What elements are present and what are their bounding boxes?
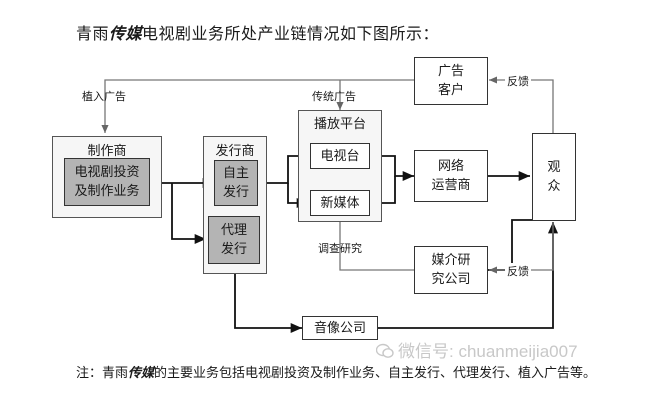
distributor-group-label: 发行商 <box>215 144 255 159</box>
label-survey-research: 调查研究 <box>318 242 362 255</box>
page-title: 青雨传媒电视剧业务所处产业链情况如下图所示： <box>76 20 439 44</box>
wechat-icon <box>375 343 394 358</box>
title-suffix: 电视剧业务所处产业链情况如下图所示： <box>142 24 440 43</box>
label-feedback-bottom: 反馈 <box>505 263 531 279</box>
audience-label: 观 众 <box>547 160 561 194</box>
platform-group-label: 播放平台 <box>313 117 366 132</box>
arrow-agent-to-av-company <box>234 272 302 334</box>
ad-client-box: 广告 客户 <box>414 57 488 105</box>
av-company-label: 音像公司 <box>313 320 366 336</box>
agent-distribution-box: 代理 发行 <box>208 216 260 264</box>
arrow-production-to-agent-distribution <box>171 183 206 245</box>
self-distribution-label: 自主 发行 <box>222 166 249 200</box>
label-product-placement: 植入广告 <box>82 90 126 103</box>
media-research-label: 媒介研 究公司 <box>431 253 471 287</box>
self-distribution-box: 自主 发行 <box>214 160 258 206</box>
footnote: 注：青雨传媒的主要业务包括电视剧投资及制作业务、自主发行、代理发行、植入广告等。 <box>76 362 596 381</box>
arrow-tv-to-operator <box>370 155 414 182</box>
watermark: 微信号: chuanmeijia007 <box>375 337 578 362</box>
ad-client-label: 广告 客户 <box>437 64 464 98</box>
producer-business-label: 电视剧投资 及制作业务 <box>74 165 140 199</box>
network-operator-box: 网络 运营商 <box>414 150 488 202</box>
title-prefix: 青雨 <box>76 24 110 43</box>
agent-distribution-label: 代理 发行 <box>220 223 247 257</box>
note-prefix: 注：青雨 <box>76 366 129 381</box>
title-emphasis: 传媒 <box>109 24 143 43</box>
tv-station-box: 电视台 <box>310 143 370 169</box>
label-feedback-top: 反馈 <box>505 73 531 89</box>
new-media-label: 新媒体 <box>320 195 360 211</box>
note-emphasis: 传媒 <box>128 366 155 381</box>
note-suffix: 的主要业务包括电视剧投资及制作业务、自主发行、代理发行、植入广告等。 <box>154 366 597 381</box>
label-traditional-ads: 传统广告 <box>312 90 356 103</box>
av-company-box: 音像公司 <box>302 316 378 340</box>
media-research-box: 媒介研 究公司 <box>414 246 488 294</box>
line-ad-to-production <box>101 79 414 133</box>
new-media-box: 新媒体 <box>310 190 370 216</box>
producer-group-label: 制作商 <box>87 144 127 159</box>
audience-box: 观 众 <box>532 133 576 221</box>
tv-station-label: 电视台 <box>320 148 360 164</box>
producer-business-box: 电视剧投资 及制作业务 <box>64 158 150 206</box>
line-research-to-platform <box>336 212 414 271</box>
watermark-text: 微信号: chuanmeijia007 <box>398 342 578 361</box>
network-operator-label: 网络 运营商 <box>431 159 471 193</box>
